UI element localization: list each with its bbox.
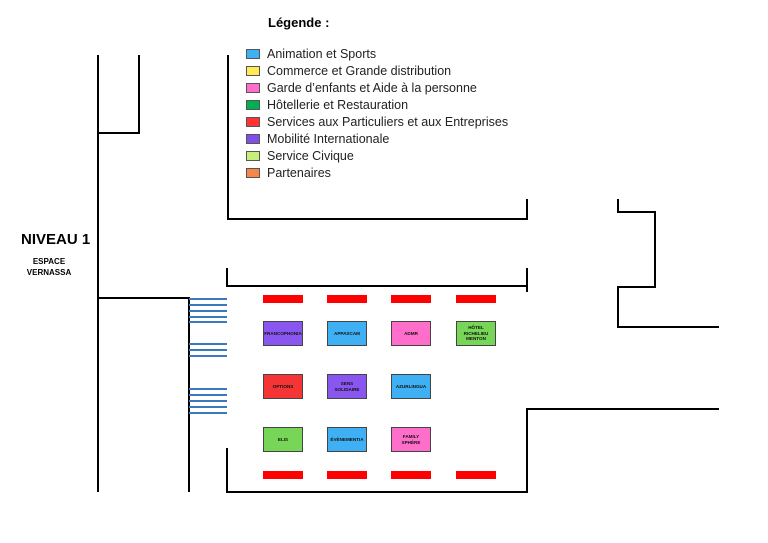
booth: ÉVÈNEMENTIA [327,427,367,452]
level-title: NIVEAU 1 [21,231,91,248]
legend-title: Légende : [268,15,330,30]
wall-hall-bottom [226,408,719,493]
legend-label: Services aux Particuliers et aux Entrepr… [267,114,509,129]
booth: FRANCOPHONIA [263,321,303,346]
legend-label: Mobilité Internationale [267,131,390,146]
legend-label: Hôtellerie et Restauration [267,97,409,112]
legend-item: Service Civique [246,147,508,164]
booth: FAMILY SPHÈRE [391,427,431,452]
wall-right-room [617,199,719,328]
stairs [189,298,227,414]
legend-label: Commerce et Grande distribution [267,63,452,78]
booth: ELIS [263,427,303,452]
legend-swatch [246,48,260,59]
red-barrier [456,471,496,479]
legend-label: Service Civique [267,148,354,163]
legend-label: Animation et Sports [267,46,377,61]
legend-swatch [246,150,260,161]
wall-hall-top [226,268,528,287]
red-barrier [391,295,431,303]
legend-item: Commerce et Grande distribution [246,62,508,79]
red-barrier [327,295,367,303]
legend-item: Animation et Sports [246,45,508,62]
booth: SENS SOLIDAIRE [327,374,367,399]
wall-top-left-notch [98,55,140,134]
wall-left-corridor [98,297,190,492]
legend-item: Garde d’enfants et Aide à la personne [246,79,508,96]
legend-label: Partenaires [267,165,331,180]
booth: AZURLINGUA [391,374,431,399]
level-subtitle: ESPACE VERNASSA [26,257,72,277]
legend-swatch [246,65,260,76]
booth: HÔTEL RICHELIEU MENTON [456,321,496,346]
red-barrier [327,471,367,479]
booth: ADMR [391,321,431,346]
legend-item: Partenaires [246,164,508,181]
wall-top-room [227,55,528,220]
legend-swatch [246,167,260,178]
legend-swatch [246,99,260,110]
legend-item: Mobilité Internationale [246,130,508,147]
legend-label: Garde d’enfants et Aide à la personne [267,80,477,95]
booth: APPASCAM [327,321,367,346]
walls [97,55,719,493]
booth: OPTIONS [263,374,303,399]
legend-swatch [246,133,260,144]
legend-item: Hôtellerie et Restauration [246,96,508,113]
legend-swatch [246,116,260,127]
red-barrier [391,471,431,479]
red-barrier [456,295,496,303]
red-barrier [263,471,303,479]
red-barrier [263,295,303,303]
legend-swatch [246,82,260,93]
legend-item: Services aux Particuliers et aux Entrepr… [246,113,508,130]
